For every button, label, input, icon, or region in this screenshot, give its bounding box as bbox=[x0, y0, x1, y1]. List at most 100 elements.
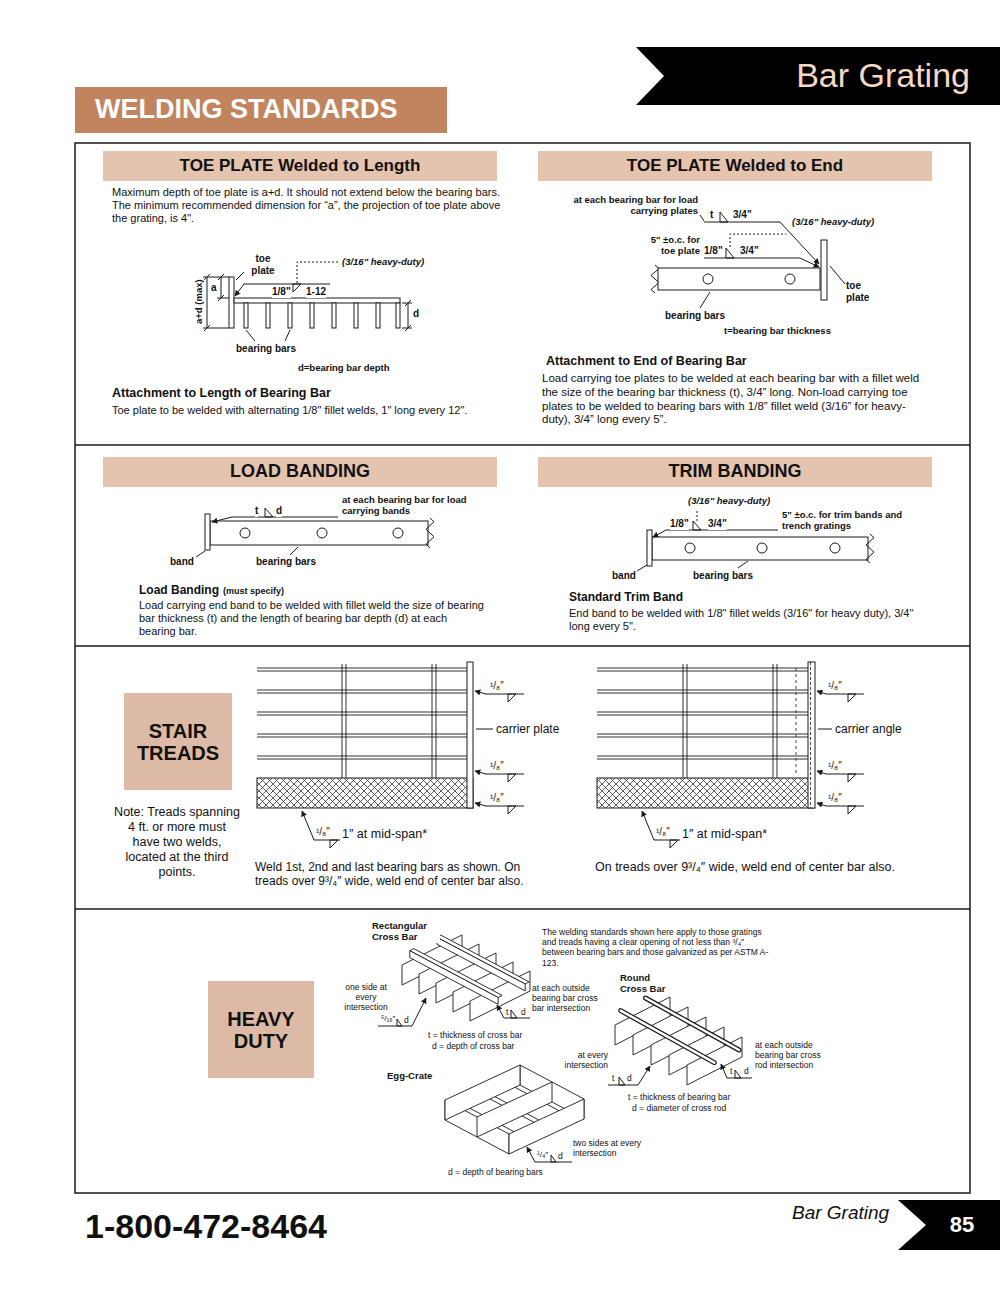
subheading: Load Banding bbox=[139, 583, 219, 597]
weld-arrow bbox=[475, 771, 486, 774]
panel-frame bbox=[75, 143, 970, 1193]
weld-arrow bbox=[212, 517, 232, 522]
rectangular-cross-bar bbox=[437, 937, 525, 991]
footer-text: Bar Grating bbox=[792, 1202, 889, 1225]
cross-bar bbox=[773, 664, 774, 778]
weld-spec: 3/4" bbox=[708, 518, 727, 530]
weld-symbol bbox=[508, 806, 516, 814]
cross-bar-section bbox=[685, 543, 695, 553]
dimension-label: d = diameter of cross rod bbox=[632, 1103, 726, 1113]
end-band bbox=[647, 530, 652, 566]
break-line bbox=[866, 534, 874, 563]
weld-reference-line bbox=[704, 222, 780, 223]
leader-line bbox=[476, 729, 493, 730]
bearing-bar bbox=[244, 303, 248, 328]
cross-rod-highlight bbox=[621, 1011, 715, 1063]
nosing-hatch bbox=[257, 778, 473, 808]
weld-arrow bbox=[817, 771, 826, 774]
weld-spec: 1/8" bbox=[670, 518, 689, 530]
weld-spec: ¹/₈″ bbox=[656, 826, 670, 838]
callout-label: at each bearing bar for load carrying pl… bbox=[572, 194, 698, 217]
page-number-tab: 85 bbox=[898, 1200, 1000, 1250]
section-divider bbox=[75, 645, 970, 647]
weld-symbol bbox=[848, 774, 856, 782]
hidden-line bbox=[796, 668, 797, 776]
cross-bar bbox=[777, 664, 778, 778]
note-text: 1″ at mid-span* bbox=[682, 827, 767, 842]
cross-bar-section bbox=[393, 528, 403, 538]
dimension-label: d=bearing bar depth bbox=[298, 362, 390, 373]
bearing-bar bbox=[597, 737, 808, 738]
bearing-bar bbox=[210, 521, 428, 545]
weld-symbol bbox=[670, 840, 678, 848]
bearing-bar bbox=[257, 690, 467, 691]
weld-spec: 5" ±o.c. for toe plate bbox=[636, 234, 700, 257]
bearing-bar bbox=[257, 756, 467, 757]
weld-symbol bbox=[397, 1019, 402, 1026]
weld-spec: ¹/₈″ bbox=[490, 760, 504, 772]
body-text: End band to be welded with 1/8" fillet w… bbox=[569, 607, 914, 633]
tab-fill bbox=[636, 47, 1000, 105]
weld-spec: ¹/₈″ bbox=[828, 760, 842, 772]
weld-spec: ¹/₈″ bbox=[490, 680, 504, 692]
callout-label: at every intersection bbox=[560, 1050, 608, 1070]
rectangular-cross-bar-top bbox=[410, 949, 502, 998]
carrier-plate bbox=[467, 662, 473, 808]
cross-bar-section bbox=[830, 543, 840, 553]
end-band bbox=[205, 514, 210, 550]
dimension-tick bbox=[405, 325, 411, 331]
weld-symbol bbox=[293, 284, 301, 292]
weld-arrow bbox=[302, 811, 314, 840]
dimension-tick bbox=[204, 325, 210, 331]
weld-spec: d bbox=[276, 505, 282, 517]
dimension-line bbox=[221, 277, 222, 298]
weld-symbol bbox=[508, 694, 516, 702]
tab-fill bbox=[898, 1200, 1000, 1250]
leader-line bbox=[236, 272, 244, 280]
dimension-label: t = thickness of cross bar bbox=[428, 1030, 522, 1040]
dimension-label: t=bearing bar thickness bbox=[724, 325, 831, 336]
leader-line bbox=[700, 292, 710, 308]
weld-spec: 1/8" bbox=[272, 286, 291, 298]
weld-arrow bbox=[527, 1147, 535, 1162]
cross-bar bbox=[432, 664, 433, 778]
leader-line bbox=[700, 215, 704, 221]
section-title-band-text: WELDING STANDARDS bbox=[95, 95, 397, 125]
weld-spec: ¹/₈″ bbox=[490, 792, 504, 804]
leader-line bbox=[637, 565, 647, 571]
weld-reference-line bbox=[486, 806, 524, 807]
weld-spec: t bbox=[730, 1066, 732, 1076]
callout-label: toe plate bbox=[246, 253, 280, 277]
weld-reference-line bbox=[826, 774, 864, 775]
dimension-tick bbox=[218, 274, 224, 280]
weld-spec: d bbox=[744, 1066, 749, 1076]
weld-symbol bbox=[726, 248, 734, 258]
subsection-header-text: TOE PLATE Welded to Length bbox=[180, 157, 421, 176]
cross-bar-section bbox=[317, 528, 327, 538]
weld-spec: d bbox=[404, 1015, 409, 1025]
note-text: On treads over 9³/₄″ wide, weld end of c… bbox=[595, 860, 925, 875]
subheading: Round Cross Bar bbox=[620, 972, 668, 995]
weld-symbol bbox=[511, 1010, 517, 1018]
bearing-bar bbox=[597, 712, 808, 713]
cross-bar-section bbox=[703, 274, 713, 284]
subsection-header: LOAD BANDING bbox=[103, 457, 497, 487]
weld-spec: d bbox=[558, 1151, 563, 1161]
callout-label: bearing bars bbox=[236, 343, 296, 355]
subsection-header: TOE PLATE Welded to Length bbox=[103, 151, 497, 181]
extension-line bbox=[217, 298, 229, 299]
weld-spec: t bbox=[506, 1007, 508, 1017]
bearing-bar bbox=[332, 303, 336, 328]
weld-reference-line bbox=[486, 774, 524, 775]
dimension-label: a bbox=[211, 282, 217, 294]
category-box: STAIR TREADS bbox=[124, 693, 232, 790]
weld-reference-line bbox=[378, 1026, 412, 1027]
leader-line bbox=[818, 729, 832, 730]
dimension-tick bbox=[204, 274, 210, 280]
weld-spec: d bbox=[627, 1073, 632, 1083]
subheading: Rectangular Cross Bar bbox=[372, 920, 440, 943]
weld-symbol bbox=[619, 1077, 625, 1085]
cross-rod-highlight bbox=[645, 998, 739, 1050]
weld-symbol bbox=[508, 774, 516, 782]
